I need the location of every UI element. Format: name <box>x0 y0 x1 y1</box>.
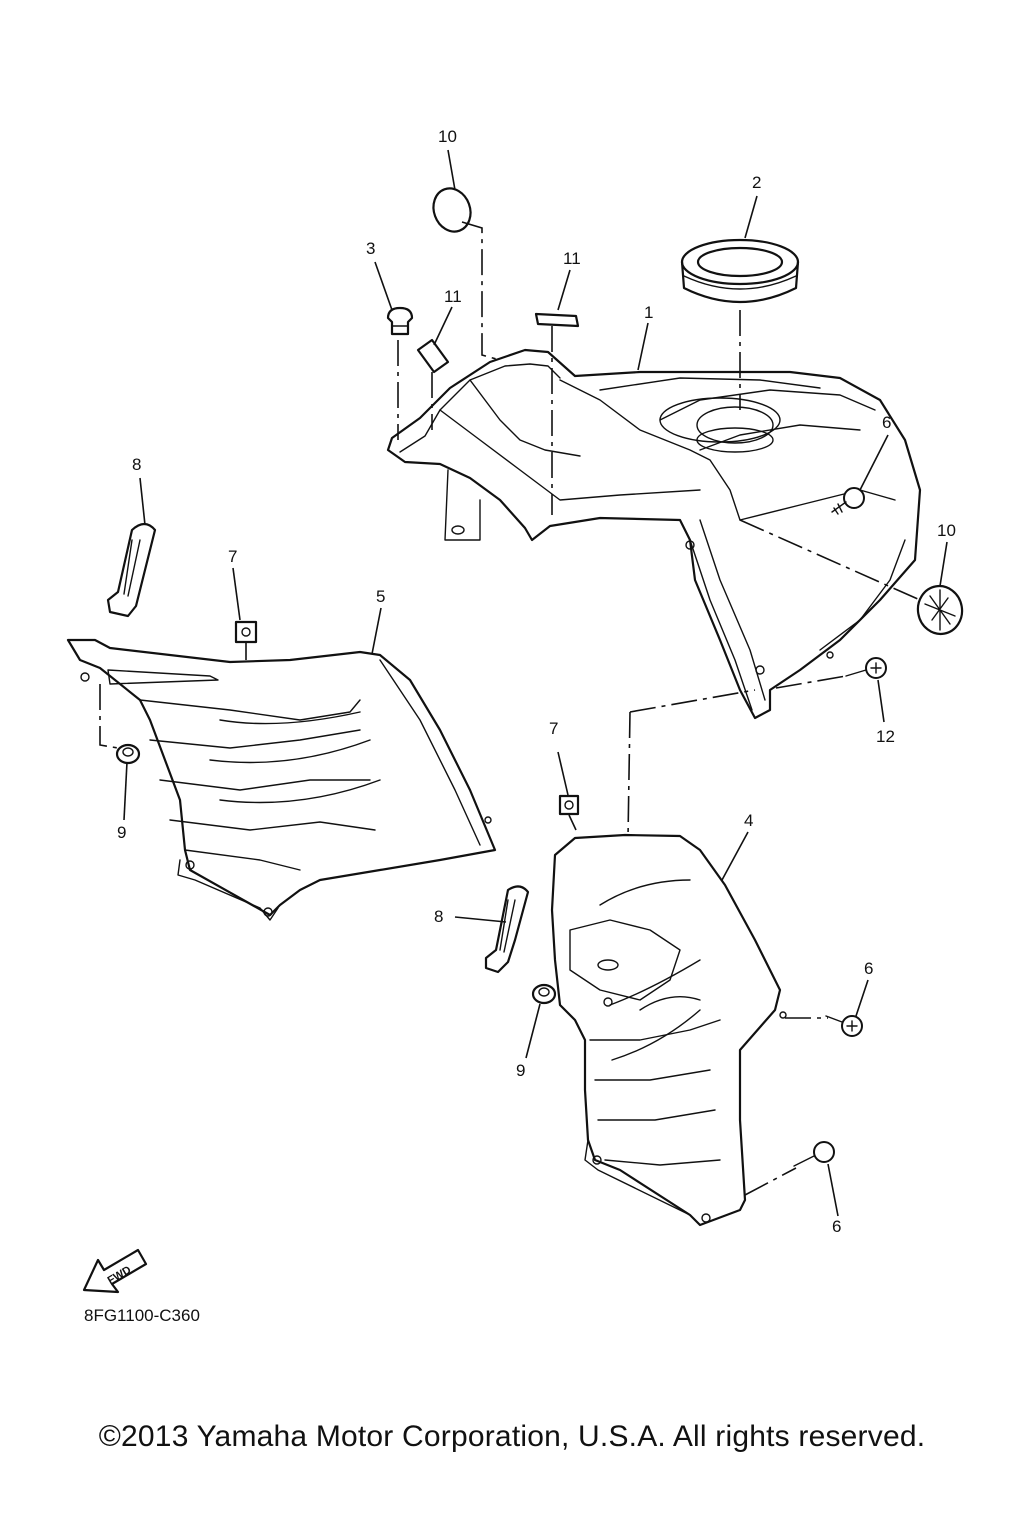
copyright-notice: ©2013 Yamaha Motor Corporation, U.S.A. A… <box>98 1420 926 1453</box>
callout-6-bottom: 6 <box>832 1217 841 1236</box>
filler-gasket <box>680 238 800 303</box>
callouts: 10 2 3 11 11 1 6 10 8 7 5 9 12 7 4 8 6 9… <box>117 127 956 1236</box>
grommet-3 <box>386 306 414 336</box>
screw-6-tank <box>831 487 865 515</box>
screw-6-mid <box>825 1015 863 1037</box>
leader-lines <box>123 149 948 1217</box>
grommet-9-right <box>531 983 557 1005</box>
callout-1: 1 <box>644 303 653 322</box>
callout-2: 2 <box>752 173 761 192</box>
tank-cover <box>386 348 922 720</box>
pad-11-left <box>416 338 450 374</box>
clip-7-left <box>234 620 258 644</box>
screw-6-bottom <box>793 1141 835 1167</box>
callout-4: 4 <box>744 811 753 830</box>
callout-7-left: 7 <box>228 547 237 566</box>
emblem-10-right <box>916 584 964 636</box>
grip-8-right <box>484 885 530 974</box>
screw-12 <box>845 657 887 679</box>
callout-6-mid: 6 <box>864 959 873 978</box>
callout-12: 12 <box>876 727 895 746</box>
callout-3: 3 <box>366 239 375 258</box>
callout-10-right: 10 <box>937 521 956 540</box>
callout-6-tank: 6 <box>882 413 891 432</box>
callout-7-right: 7 <box>549 719 558 738</box>
clip-7-right <box>558 794 580 816</box>
side-cover-left <box>66 638 497 921</box>
seal-disc-top <box>432 187 472 233</box>
grip-8-left <box>106 522 157 618</box>
grommet-9-left <box>115 743 141 765</box>
callout-5: 5 <box>376 587 385 606</box>
callout-8-right: 8 <box>434 907 443 926</box>
callout-10-top: 10 <box>438 127 457 146</box>
callout-11-left: 11 <box>444 287 462 306</box>
diagram-code: 8FG1100-C360 <box>84 1306 200 1325</box>
callout-11-right: 11 <box>563 249 581 268</box>
callout-8-left: 8 <box>132 455 141 474</box>
assembly-lines <box>99 221 921 1196</box>
callout-9-left: 9 <box>117 823 126 842</box>
pad-11-right <box>534 312 580 328</box>
side-cover-right <box>550 833 787 1227</box>
callout-9-right: 9 <box>516 1061 525 1080</box>
fwd-arrow-icon: FWD <box>82 1248 148 1294</box>
